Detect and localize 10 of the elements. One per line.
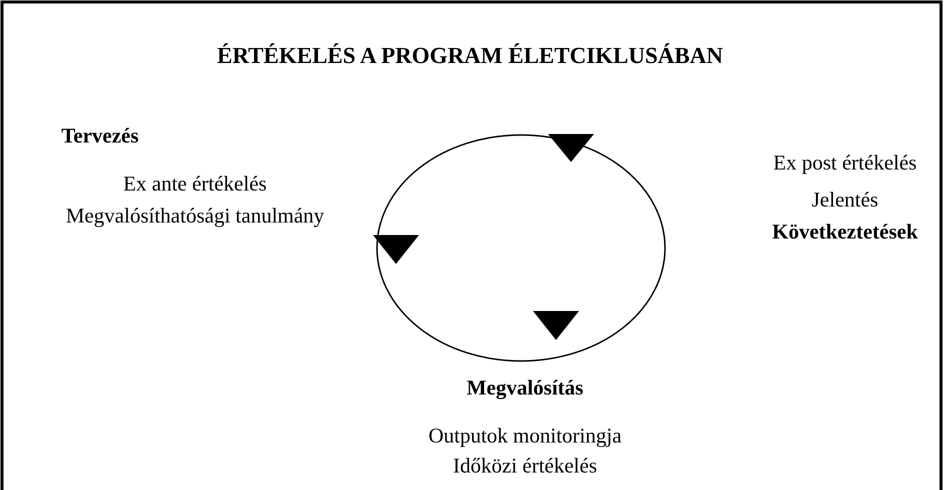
phase-item: Ex ante értékelés [123, 172, 267, 196]
phase-item: Ex post értékelés [773, 150, 917, 176]
phase-item: Időközi értékelés [452, 454, 598, 478]
phase-heading: Megvalósítás [466, 376, 584, 400]
phase-item: Megvalósíthatósági tanulmány [66, 204, 324, 228]
phase-heading: Tervezés [61, 124, 139, 148]
phase-heading: Következtetések [772, 220, 918, 244]
phase-item: Jelentés [812, 188, 878, 212]
diagram-title: ÉRTÉKELÉS A PROGRAM ÉLETCIKLUSÁBAN [217, 43, 723, 69]
phase-item: Outputok monitoringja [428, 424, 622, 448]
